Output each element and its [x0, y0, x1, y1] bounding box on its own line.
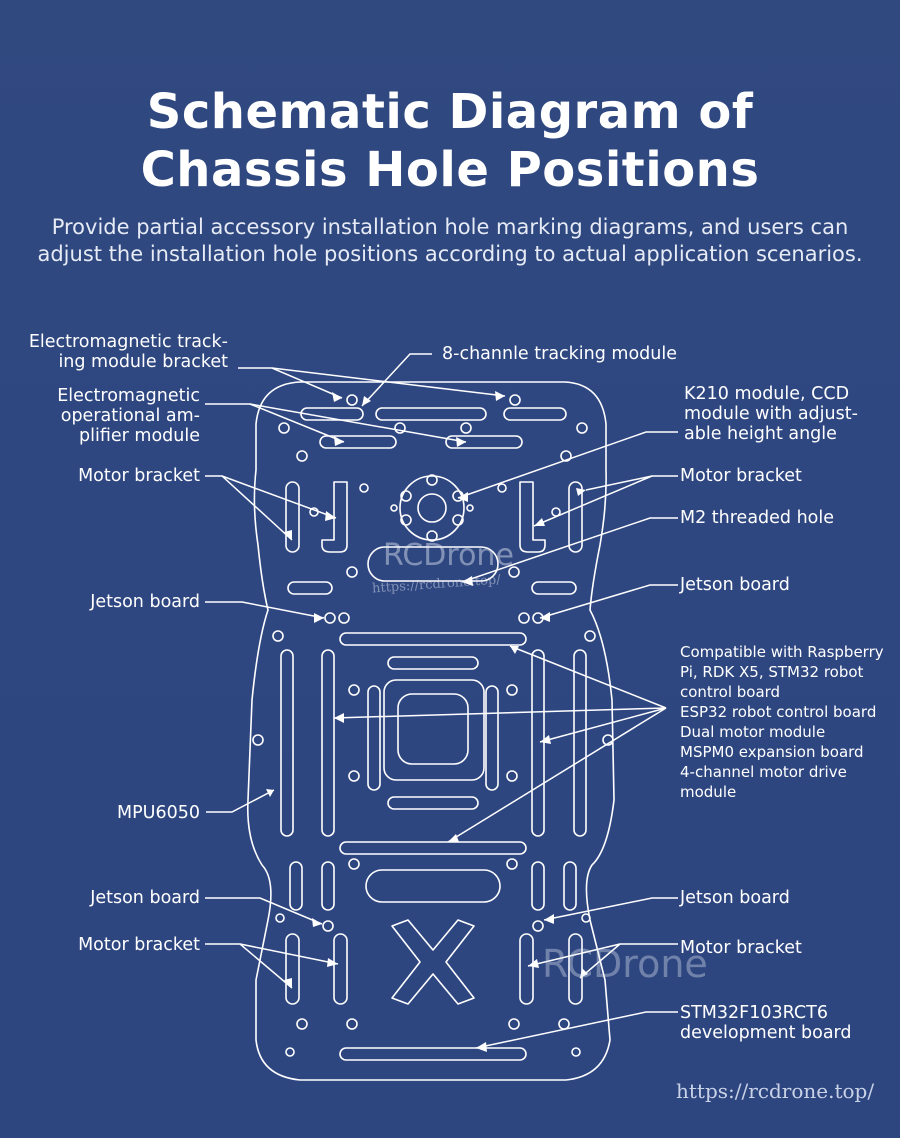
- x-cutout: [391, 919, 475, 1005]
- center-square-outer: [383, 679, 485, 781]
- slot: [367, 685, 381, 791]
- slot: [339, 1047, 527, 1061]
- page-title-line-2: Chassis Hole Positions: [140, 142, 760, 198]
- label-jetson-top-right: Jetson board: [680, 575, 790, 595]
- page-subtitle: Provide partial accessory installation h…: [37, 215, 863, 266]
- motor-bracket-slot: [519, 933, 534, 1005]
- slot: [531, 861, 545, 911]
- slot: [321, 861, 335, 911]
- slot: [280, 649, 294, 837]
- motor-bracket-slot: [285, 481, 300, 553]
- label-motor-bracket-top-right: Motor bracket: [680, 466, 802, 486]
- label-8ch-tracking-module: 8-channle tracking module: [442, 344, 678, 364]
- chassis-outline: [246, 381, 615, 1081]
- label-jetson-top-left: Jetson board: [90, 592, 200, 612]
- motor-bracket-slot: [321, 481, 348, 553]
- slot: [321, 649, 335, 837]
- slot: [365, 869, 501, 903]
- page-title-line-1: Schematic Diagram of: [146, 84, 754, 140]
- slot: [445, 435, 523, 449]
- label-em-tracking-bracket: Electromagnetic track- ing module bracke…: [28, 332, 228, 372]
- slot: [531, 581, 577, 595]
- slot: [375, 407, 487, 421]
- center-square-inner: [397, 693, 469, 765]
- slot: [339, 841, 527, 855]
- label-motor-bracket-top-left: Motor bracket: [78, 466, 200, 486]
- slot: [287, 581, 333, 595]
- motor-bracket-slot: [519, 481, 546, 553]
- motor-bracket-slot: [568, 481, 583, 553]
- watermark-brand-large: RCDrone: [542, 942, 708, 986]
- label-m2-threaded-hole: M2 threaded hole: [680, 508, 835, 528]
- footer-url: https://rcdrone.top/: [676, 1079, 875, 1103]
- slot: [573, 649, 587, 837]
- slot: [319, 435, 397, 449]
- slot: [339, 632, 527, 646]
- label-stm32-dev-board: STM32F103RCT6 development board: [680, 1003, 852, 1043]
- motor-bracket-slot: [285, 933, 300, 1005]
- slot: [387, 656, 479, 670]
- slot: [367, 546, 499, 582]
- label-mpu6050: MPU6050: [117, 803, 200, 823]
- slot: [485, 685, 499, 791]
- slot: [503, 407, 567, 421]
- watermark-brand: RCDrone: [383, 538, 514, 573]
- slot: [563, 861, 577, 911]
- label-compatible-boards: Compatible with Raspberry Pi, RDK X5, ST…: [680, 643, 884, 801]
- label-k210-module: K210 module, CCD module with adjust- abl…: [684, 384, 858, 444]
- slot: [300, 407, 364, 421]
- label-jetson-bottom-right: Jetson board: [680, 888, 790, 908]
- label-em-amplifier-module: Electromagnetic operational am- plifier …: [57, 386, 200, 446]
- motor-bracket-slot: [333, 933, 348, 1005]
- label-motor-bracket-bottom-left: Motor bracket: [78, 935, 200, 955]
- slot: [289, 861, 303, 911]
- slot: [531, 649, 545, 837]
- label-motor-bracket-bottom-right: Motor bracket: [680, 938, 802, 958]
- label-jetson-bottom-left: Jetson board: [90, 888, 200, 908]
- slot: [387, 796, 479, 810]
